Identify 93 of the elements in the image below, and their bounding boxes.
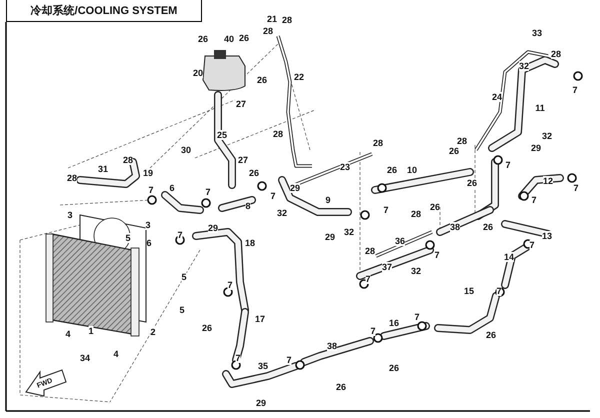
callout-number: 29 (256, 398, 266, 408)
callout-number: 33 (532, 28, 542, 38)
callout-number: 28 (263, 26, 273, 36)
callout-number: 5 (180, 305, 184, 315)
callout-number: 7 (532, 195, 536, 205)
callout-number: 27 (238, 155, 248, 165)
callout-number: 26 (239, 33, 249, 43)
callout-number: 5 (182, 272, 186, 282)
callout-number: 28 (551, 49, 561, 59)
callout-number: 32 (277, 208, 287, 218)
callout-number: 7 (384, 205, 388, 215)
callout-number: 6 (146, 238, 152, 248)
callout-number: 38 (327, 341, 337, 351)
callout-number: 6 (170, 183, 174, 193)
callout-number: 20 (193, 68, 203, 78)
callout-number: 7 (228, 280, 232, 290)
callout-number: 35 (258, 361, 268, 371)
callout-number: 7 (206, 187, 210, 197)
callout-number: 16 (389, 318, 399, 328)
callout-number: 19 (143, 168, 153, 178)
callout-number: 28 (373, 138, 383, 148)
title-heading: 冷却系统/COOLING SYSTEM (6, 0, 202, 22)
callout-number: 17 (255, 314, 265, 324)
callout-number: 7 (414, 312, 420, 322)
callout-number: 26 (486, 330, 496, 340)
callout-number: 7 (178, 230, 182, 240)
callout-number: 28 (365, 246, 375, 256)
callout-number: 30 (181, 145, 191, 155)
callout-number: 7 (434, 250, 440, 260)
callout-number: 28 (67, 173, 77, 183)
callout-number: 29 (325, 232, 335, 242)
callout-number: 13 (542, 231, 552, 241)
callout-number: 7 (506, 160, 510, 170)
callout-number: 4 (114, 349, 118, 359)
callout-number: 28 (411, 209, 421, 219)
callout-number: 26 (202, 323, 212, 333)
callout-number: 7 (496, 286, 502, 296)
callout-number: 3 (146, 220, 150, 230)
callout-number: 1 (88, 326, 94, 336)
callout-number: 38 (450, 222, 460, 232)
callout-number: 22 (294, 72, 304, 82)
callout-number: 2 (150, 327, 156, 337)
callout-number: 8 (246, 201, 250, 211)
callout-number: 25 (217, 130, 227, 140)
callout-number: 7 (574, 183, 578, 193)
callout-number: 10 (407, 165, 417, 175)
callout-number: 21 (267, 14, 277, 24)
callout-number: 26 (389, 363, 399, 373)
callout-number: 29 (531, 143, 541, 153)
callout-number: 26 (449, 146, 459, 156)
callout-number: 36 (395, 236, 405, 246)
callout-number: 32 (542, 131, 552, 141)
callout-number: 28 (457, 136, 467, 146)
callout-number: 7 (366, 274, 370, 284)
callout-number: 3 (68, 210, 72, 220)
callout-number: 26 (387, 165, 397, 175)
callout-number: 32 (519, 61, 529, 71)
callout-number: 26 (336, 382, 346, 392)
callout-number: 7 (286, 355, 292, 365)
callout-number: 7 (530, 240, 534, 250)
callout-number: 7 (148, 185, 154, 195)
callout-number: 28 (273, 129, 283, 139)
callout-number: 11 (535, 103, 545, 113)
callout-number: 29 (208, 223, 218, 233)
callout-number: 37 (382, 262, 392, 272)
callout-number: 7 (370, 326, 376, 336)
callout-number: 5 (126, 233, 130, 243)
callout-number: 4 (66, 329, 70, 339)
callout-number: 26 (249, 168, 259, 178)
callout-number: 9 (326, 195, 330, 205)
callout-number: 15 (464, 286, 474, 296)
callout-number: 18 (245, 238, 255, 248)
callout-number: 7 (572, 85, 578, 95)
callout-number: 27 (236, 99, 246, 109)
callout-number: 7 (270, 191, 276, 201)
callout-number: 26 (257, 75, 267, 85)
callout-number: 26 (483, 222, 493, 232)
callout-number: 12 (543, 176, 553, 186)
callout-number: 23 (340, 162, 350, 172)
callout-number: 28 (282, 15, 292, 25)
callout-number: 34 (80, 353, 90, 363)
callout-number: 7 (236, 353, 240, 363)
callout-number: 31 (98, 164, 108, 174)
callout-number: 32 (344, 227, 354, 237)
callout-number: 40 (224, 34, 234, 44)
callout-number: 14 (504, 252, 514, 262)
callout-number: 24 (492, 92, 502, 102)
callout-number: 32 (411, 266, 421, 276)
callout-number: 26 (467, 178, 477, 188)
callout-number: 28 (123, 155, 133, 165)
callout-number: 26 (430, 202, 440, 212)
callout-number: 26 (198, 34, 208, 44)
callout-number: 29 (290, 183, 300, 193)
